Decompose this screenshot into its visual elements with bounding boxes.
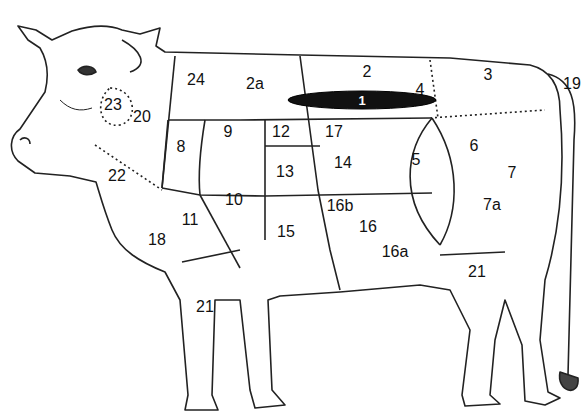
cut-ellipse-shape	[288, 91, 436, 109]
callout-number: 22	[106, 167, 128, 185]
callout-number: 20	[131, 108, 153, 126]
callout-number: 17	[323, 123, 345, 141]
callout-number: 7	[506, 164, 519, 182]
callout-number: 12	[270, 123, 292, 141]
callout-number: 5	[410, 151, 423, 169]
callout-number: 7a	[481, 196, 503, 214]
highlighted-cut: 1	[287, 90, 437, 110]
callout-number: 21	[466, 263, 488, 281]
callout-number: 16b	[325, 197, 356, 215]
callout-number: 2	[361, 63, 374, 81]
callout-number: 13	[274, 163, 296, 181]
callout-number: 1	[287, 93, 437, 108]
callout-number: 15	[275, 223, 297, 241]
callout-number: 3	[482, 66, 495, 84]
callout-number: 8	[175, 138, 188, 156]
callout-number: 23	[102, 96, 124, 114]
callout-number: 9	[222, 123, 235, 141]
callout-number: 6	[468, 137, 481, 155]
callout-number: 21	[194, 298, 216, 316]
callout-number: 24	[185, 71, 207, 89]
callout-number: 14	[332, 154, 354, 172]
callout-number: 2a	[244, 75, 266, 93]
callout-number: 11	[180, 211, 201, 229]
callout-number: 16a	[380, 243, 411, 261]
callout-number: 18	[146, 231, 168, 249]
callout-number: 16	[357, 218, 379, 236]
callout-number: 19	[561, 75, 583, 93]
callout-number: 10	[223, 191, 245, 209]
